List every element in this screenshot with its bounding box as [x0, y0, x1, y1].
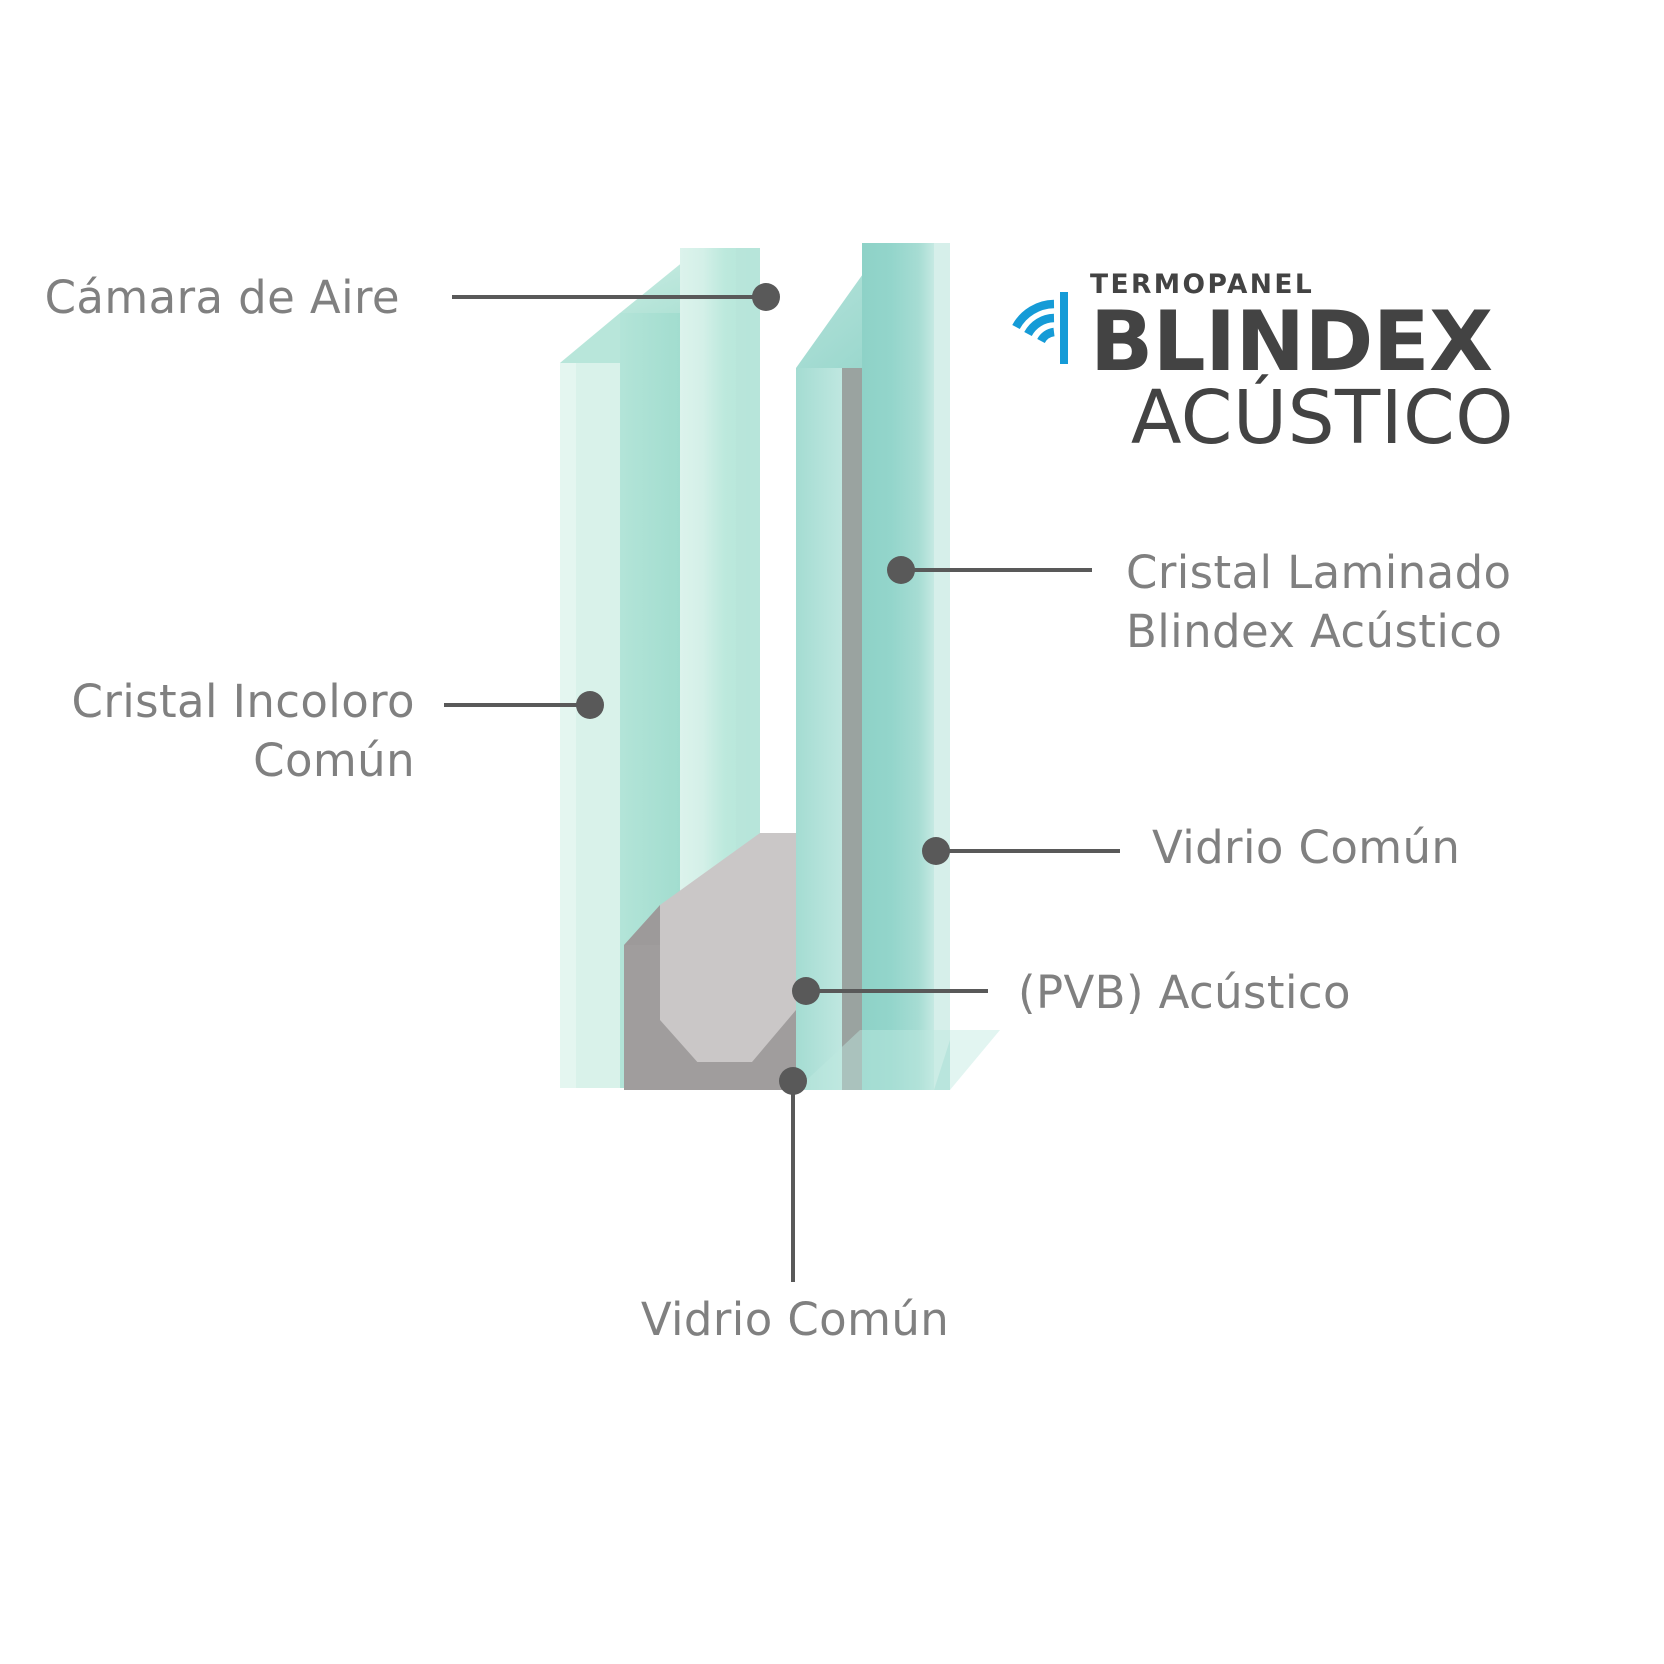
- right-pane-inner-ply: [862, 243, 934, 1090]
- right-pane-right-edge: [934, 243, 950, 1090]
- spacer-top-face: [660, 833, 796, 905]
- logo-termopanel-text: TERMOPANEL: [1090, 269, 1315, 300]
- spacer-bottom-band: [660, 1062, 796, 1090]
- right-pane-bottom-wedge: [862, 1040, 950, 1090]
- right-pane-outer-ply: [796, 368, 842, 1090]
- callout-label-vidrio-comun-right: Vidrio Común: [1152, 821, 1461, 874]
- brand-logo: TERMOPANEL BLINDEX ACÚSTICO: [994, 269, 1514, 462]
- logo-acustico-text: ACÚSTICO: [1130, 374, 1514, 461]
- callout-dot-cristal-incoloro: [576, 691, 604, 719]
- callout-label-camara-aire: Cámara de Aire: [44, 271, 400, 324]
- callout-leaders: [444, 295, 1120, 1282]
- spacer-left-dark-band: [624, 945, 660, 1090]
- callout-dots: [576, 283, 950, 1095]
- logo-vertical-bar: [1060, 292, 1068, 364]
- callout-dot-vidrio-comun-bottom: [779, 1067, 807, 1095]
- callout-label-cristal-incoloro: Cristal Incoloro Común: [71, 675, 415, 788]
- sound-wave-icon: [1012, 292, 1068, 364]
- callout-label-pvb-acustico: (PVB) Acústico: [1018, 966, 1351, 1019]
- callout-label-cristal-laminado: Cristal Laminado Blindex Acústico: [1126, 546, 1512, 659]
- callout-dot-camara-aire: [752, 283, 780, 311]
- right-pane-group: [796, 243, 1000, 1090]
- callout-dot-vidrio-comun-right: [922, 837, 950, 865]
- callout-label-vidrio-comun-bottom: Vidrio Común: [640, 1293, 950, 1346]
- right-pane-bottom-fade: [796, 1030, 1000, 1090]
- left-pane-outer-edge: [560, 363, 576, 1088]
- callout-dot-pvb-acustico: [792, 977, 820, 1005]
- logo-blindex-text: BLINDEX: [1090, 292, 1493, 390]
- pvb-interlayer-strip: [842, 368, 862, 1090]
- logo-text-block: TERMOPANEL BLINDEX ACÚSTICO: [1090, 269, 1514, 461]
- callout-dot-cristal-laminado: [887, 556, 915, 584]
